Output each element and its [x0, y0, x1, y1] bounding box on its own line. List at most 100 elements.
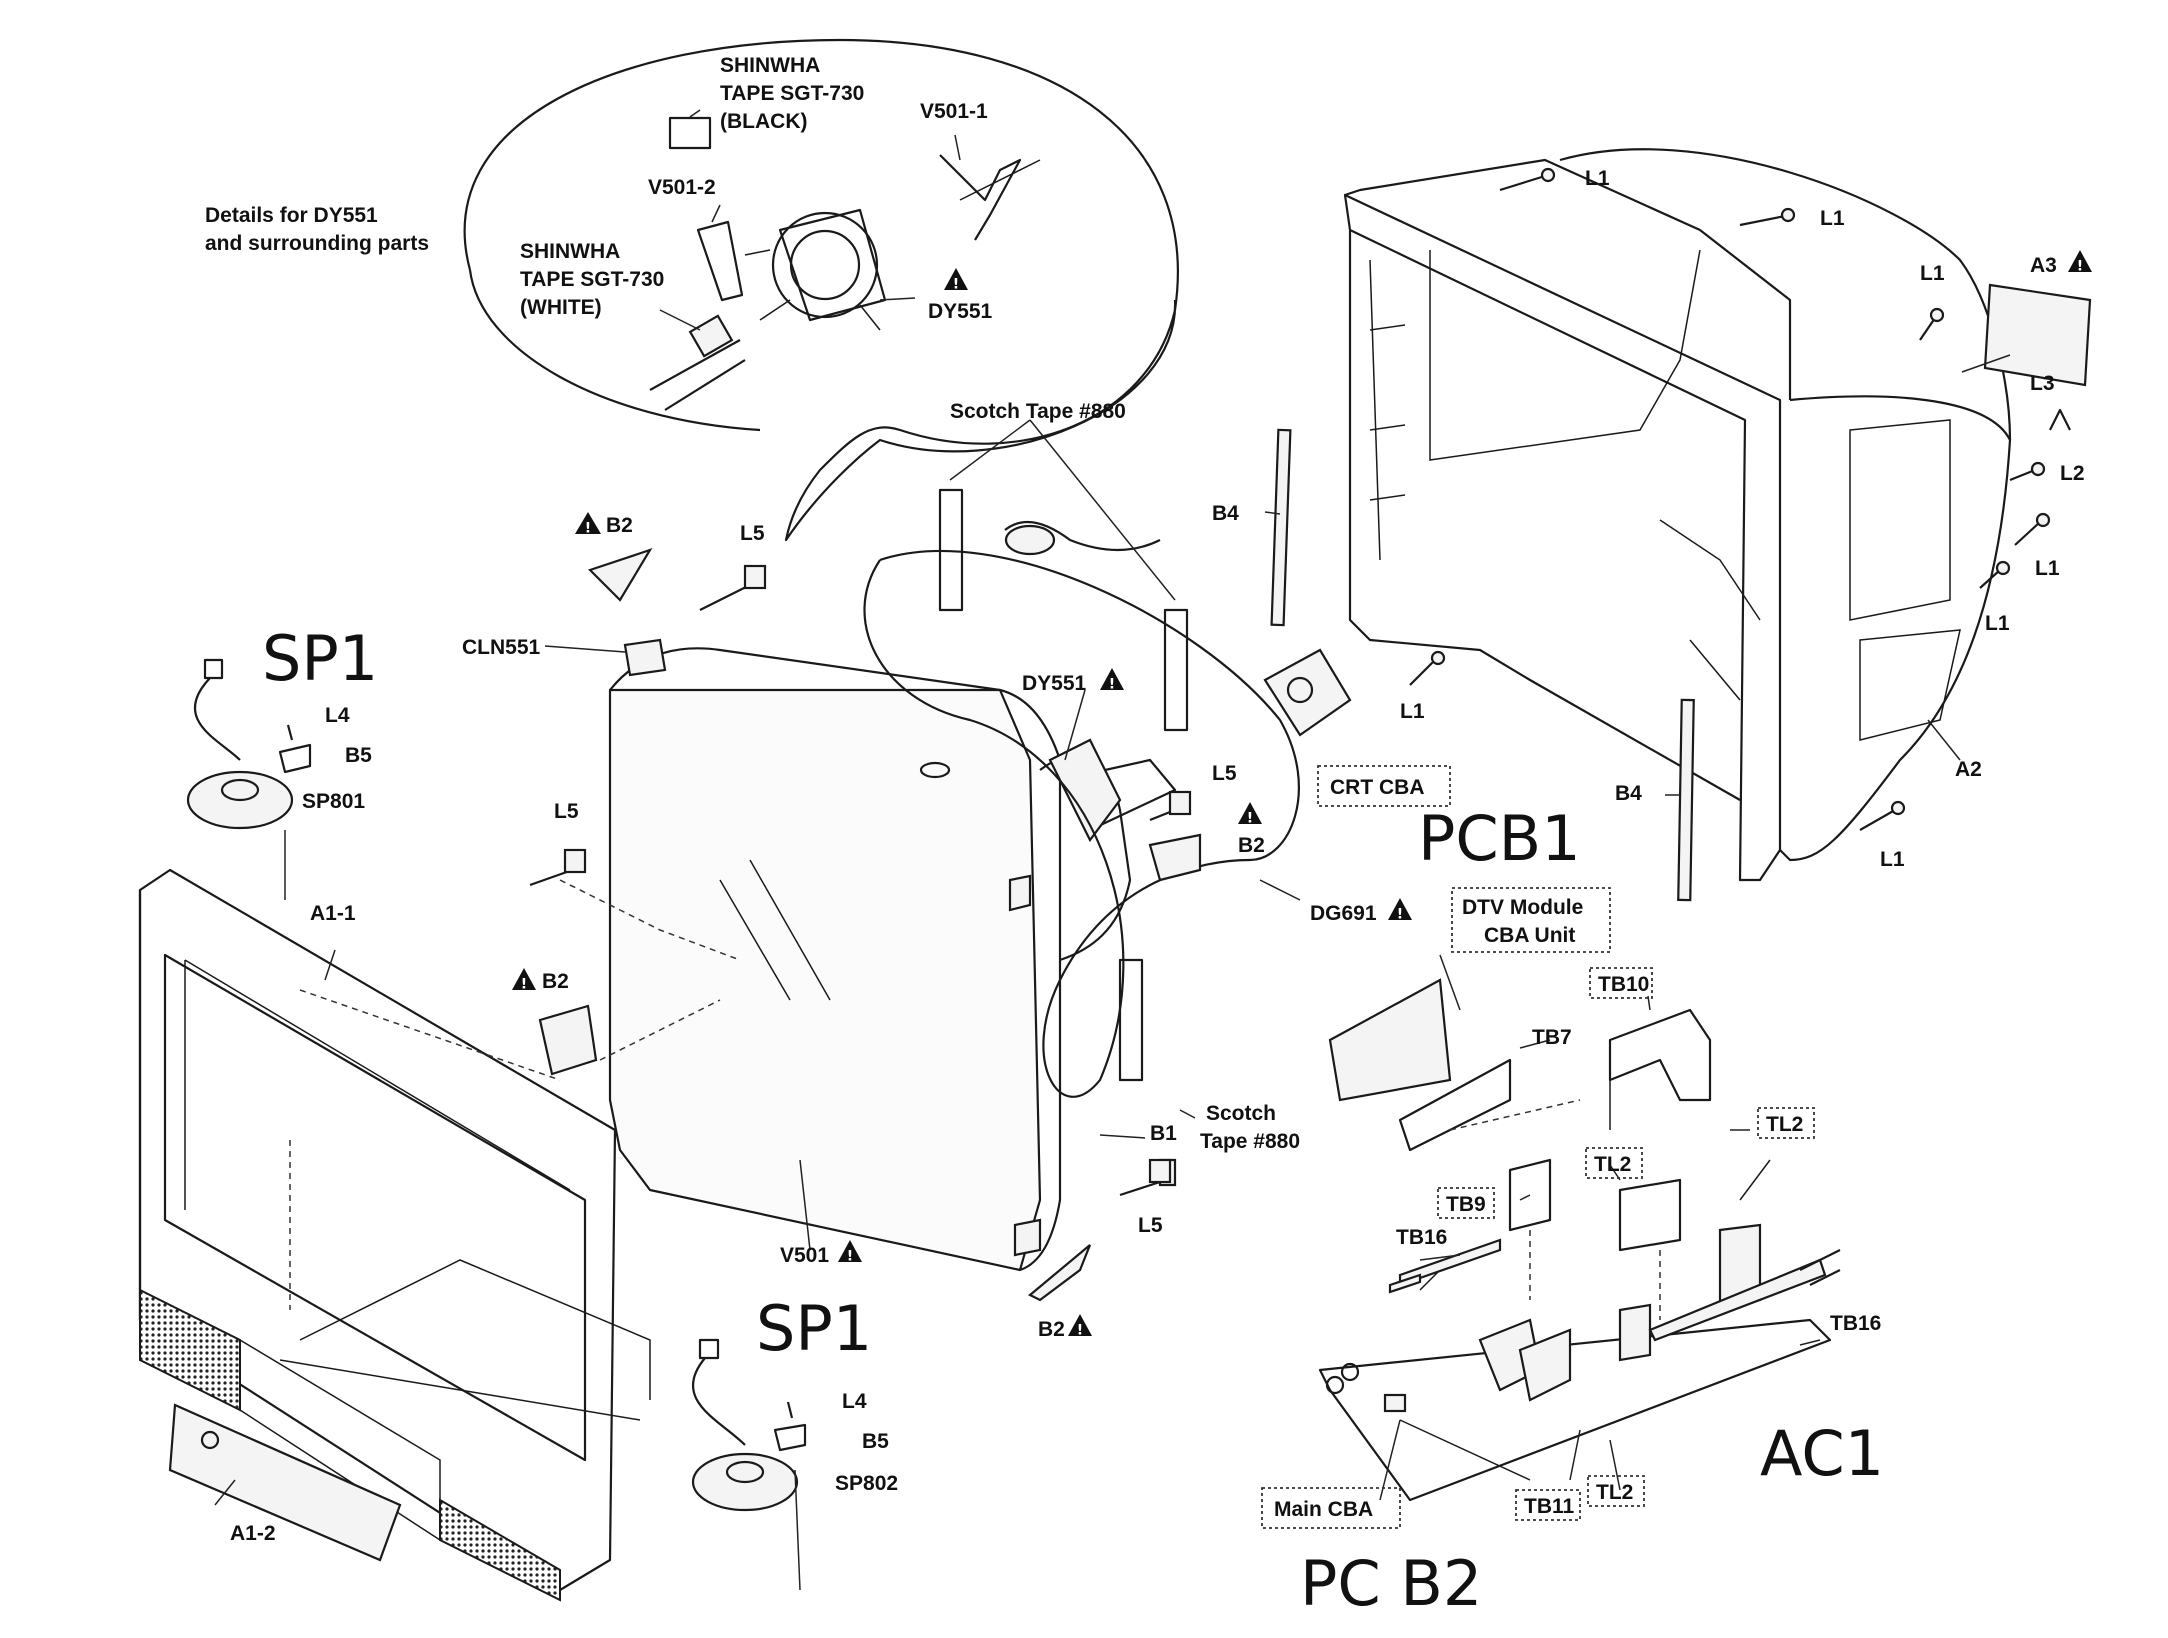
warning-mark: ! [953, 277, 959, 293]
handwritten-sp1-bottom: SP1 [756, 1292, 872, 1365]
speaker-sp802 [691, 1338, 807, 1512]
tl2-a-label: TL2 [1766, 1113, 1803, 1136]
v501-label: V501 [780, 1244, 829, 1267]
tb10-box [1589, 967, 1653, 999]
sp801-label: SP801 [302, 790, 365, 813]
handwritten-sp1-top: SP1 [262, 622, 378, 695]
l5-right-label: L5 [1212, 762, 1237, 785]
a1-2-label: A1-2 [230, 1522, 276, 1545]
tl2-b-label: TL2 [1594, 1153, 1631, 1176]
details-title-line2: and surrounding parts [205, 232, 429, 255]
l1-top1-label: L1 [1585, 167, 1610, 190]
l5-screw-top [699, 564, 767, 611]
l1-bottom-label: L1 [1880, 848, 1905, 871]
screw-l1 [1409, 650, 1446, 686]
b5-top-label: B5 [345, 744, 372, 767]
scotch-tape-bottom-label-2: Tape #880 [1200, 1130, 1300, 1153]
dy551-detail-label: DY551 [928, 300, 993, 323]
dtv-module-board [1328, 978, 1512, 1152]
dy551-label: DY551 [1022, 672, 1087, 695]
handwritten-pcb2: PC B2 [1300, 1547, 1482, 1620]
b4-top-label: B4 [1212, 502, 1239, 525]
b2-bottom-label: B2 [1038, 1318, 1065, 1341]
tb11-box [1515, 1489, 1581, 1521]
b1-label: B1 [1150, 1122, 1177, 1145]
details-title-line1: Details for DY551 [205, 204, 378, 227]
tb10-label: TB10 [1598, 973, 1649, 996]
shinwha-black-label-1: SHINWHA [720, 54, 820, 77]
a3-label: A3 [2030, 254, 2057, 277]
screw-l1 [1499, 167, 1556, 192]
screw-l1 [1859, 800, 1906, 831]
warning-icon: ! [575, 512, 601, 537]
warning-icon: ! [838, 1240, 862, 1265]
screw-l2 [2009, 461, 2046, 482]
warning-mark: ! [2077, 259, 2083, 275]
scotch-tape-top-label: Scotch Tape #880 [950, 400, 1126, 423]
warning-mark: ! [1397, 907, 1403, 923]
b4-strip-top [1270, 428, 1292, 627]
dtv-module-box [1451, 887, 1611, 953]
tl2-a-box [1757, 1107, 1815, 1139]
l5-top-label: L5 [740, 522, 765, 545]
tb16-left-label: TB16 [1396, 1226, 1447, 1249]
tb10-bracket [1608, 1008, 1712, 1130]
dtv-module-label-1: DTV Module [1462, 896, 1583, 919]
tb9-label: TB9 [1446, 1193, 1486, 1216]
warning-icon: ! [512, 968, 536, 993]
tl2-c-label: TL2 [1596, 1481, 1633, 1504]
l5-bottom-label: L5 [1138, 1214, 1163, 1237]
warning-icon: ! [2068, 250, 2092, 275]
screw-l1 [2014, 512, 2051, 546]
l2-label: L2 [2060, 462, 2085, 485]
l1-right-mid-label: L1 [2035, 557, 2060, 580]
shinwha-white-label-1: SHINWHA [520, 240, 620, 263]
b2-top-label: B2 [606, 514, 633, 537]
warning-mark: ! [1247, 811, 1253, 827]
l1-right-low-label: L1 [1985, 612, 2010, 635]
b5-bottom-label: B5 [862, 1430, 889, 1453]
shinwha-black-label-3: (BLACK) [720, 110, 807, 133]
tb11-label: TB11 [1524, 1495, 1575, 1518]
screw-l1 [1979, 560, 2011, 589]
warning-icon: ! [1238, 802, 1262, 827]
tl2-c-box [1587, 1475, 1645, 1507]
warning-icon: ! [1100, 668, 1124, 693]
l3-label: L3 [2030, 372, 2055, 395]
l5-screw-right [1149, 790, 1192, 822]
l4-bottom-label: L4 [842, 1390, 867, 1413]
dtv-module-label-2: CBA Unit [1484, 924, 1575, 947]
cln551-label: CLN551 [462, 636, 541, 659]
shinwha-white-label-2: TAPE SGT-730 [520, 268, 664, 291]
warning-mark: ! [1077, 1323, 1083, 1339]
handwritten-pcb1: PCB1 [1418, 802, 1581, 875]
tb9-box [1437, 1187, 1495, 1219]
b2-left-label: B2 [542, 970, 569, 993]
shinwha-black-label-2: TAPE SGT-730 [720, 82, 864, 105]
l5-screw-left [529, 848, 587, 887]
warning-icon: ! [944, 268, 968, 293]
warning-mark: ! [847, 1249, 853, 1265]
warning-icon: ! [1068, 1314, 1092, 1339]
a2-label: A2 [1955, 758, 1982, 781]
b2-bracket-left [538, 1004, 598, 1076]
b4-strip-bottom [1677, 698, 1695, 902]
warning-mark: ! [1109, 677, 1115, 693]
screw-l3 [2049, 408, 2071, 431]
warning-mark: ! [521, 977, 527, 993]
front-cabinet [138, 868, 651, 1602]
tl2-b-box [1585, 1147, 1643, 1179]
l1-inner-label: L1 [1400, 700, 1425, 723]
b2-right-label: B2 [1238, 834, 1265, 857]
front-panel-a1-2 [168, 1403, 402, 1562]
scotch-tape-bottom-label-1: Scotch [1206, 1102, 1276, 1125]
a3-label-sticker [1983, 283, 2092, 387]
l1-top2-label: L1 [1820, 207, 1845, 230]
a1-1-label: A1-1 [310, 902, 356, 925]
l1-right-top-label: L1 [1920, 262, 1945, 285]
b2-bracket-right [1148, 833, 1202, 882]
crt-cba-label: CRT CBA [1330, 776, 1425, 799]
crt-cba-board [1263, 648, 1352, 737]
warning-mark: ! [585, 521, 591, 537]
